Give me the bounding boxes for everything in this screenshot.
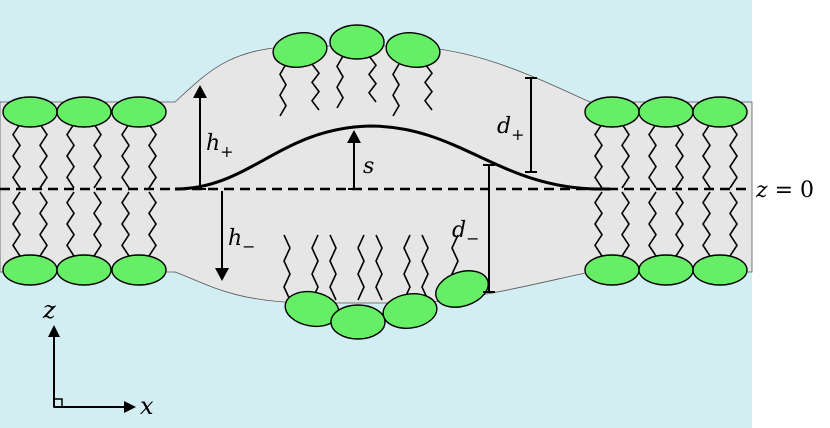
lipid-tail [148, 191, 157, 257]
lipid-tail [93, 123, 102, 189]
lipid-tail [148, 123, 157, 189]
axis-x-label: x [140, 392, 154, 420]
lipid-headgroup [382, 293, 438, 329]
h-minus-label: h− [228, 226, 256, 256]
membrane-body [0, 45, 753, 304]
h-plus-arrow [193, 85, 207, 190]
lipid-headgroups [2, 24, 748, 340]
lipid-tail [12, 191, 21, 257]
lipid-tail [283, 234, 291, 301]
lipid-tail [621, 123, 630, 189]
lipid-tail [39, 191, 48, 257]
lipid-tail [279, 63, 287, 117]
s-label: s [363, 154, 374, 179]
lipid-headgroup [272, 32, 328, 68]
coordinate-axes [48, 325, 136, 413]
lipid-tail [329, 234, 337, 301]
d-minus-label: d− [452, 218, 480, 248]
lipid-headgroup [584, 254, 640, 286]
lipid-tail [93, 191, 102, 257]
lipid-tails [12, 55, 738, 301]
lipid-tail [702, 191, 711, 257]
lipid-headgroup [111, 254, 167, 286]
lipid-headgroup [638, 96, 694, 128]
lipid-tail [403, 234, 411, 301]
lipid-tail [421, 234, 429, 301]
d-plus-label: d+ [497, 114, 525, 144]
lipid-tail [675, 191, 684, 257]
lipid-tail [39, 123, 48, 189]
lipid-tail [66, 123, 75, 189]
lipid-headgroup [56, 96, 112, 128]
lipid-tail [310, 63, 321, 111]
lipid-headgroup [584, 96, 640, 128]
lipid-headgroup [329, 24, 385, 60]
lipid-tail [357, 234, 365, 301]
lipid-tail [729, 123, 738, 189]
lipid-headgroup [56, 254, 112, 286]
lipid-tail [648, 123, 657, 189]
d-minus-bracket [483, 164, 495, 293]
lipid-tail [594, 191, 603, 257]
lipid-tail [375, 234, 383, 301]
lipid-tail [675, 123, 684, 189]
lipid-tail [392, 63, 400, 117]
lipid-tail [594, 123, 603, 189]
lipid-tail [621, 191, 630, 257]
h-minus-arrow [215, 191, 229, 281]
lipid-tail [121, 123, 130, 189]
lipid-headgroup [111, 96, 167, 128]
axis-z-label: z [42, 296, 56, 324]
lipid-headgroup [692, 96, 748, 128]
lipid-headgroup [638, 254, 694, 286]
lipid-tail [702, 123, 711, 189]
lipid-tail [336, 55, 344, 109]
h-plus-label: h+ [206, 131, 234, 161]
lipid-headgroup [2, 254, 58, 286]
d-plus-bracket [525, 77, 537, 173]
lipid-tail [648, 191, 657, 257]
lipid-headgroup [385, 32, 441, 68]
lipid-headgroup [330, 304, 386, 340]
lipid-headgroup [2, 96, 58, 128]
z-equals-zero-label: z = 0 [755, 178, 814, 203]
lipid-tail [367, 55, 378, 103]
s-arrow [347, 130, 361, 190]
lipid-tail [311, 234, 319, 301]
lipid-headgroup [692, 254, 748, 286]
lipid-tail [12, 123, 21, 189]
lipid-tail [121, 191, 130, 257]
midplane-bump-curve [174, 124, 610, 191]
lipid-tail [423, 63, 434, 111]
lipid-headgroup [435, 270, 489, 308]
lipid-tail [66, 191, 75, 257]
lipid-tail [729, 191, 738, 257]
